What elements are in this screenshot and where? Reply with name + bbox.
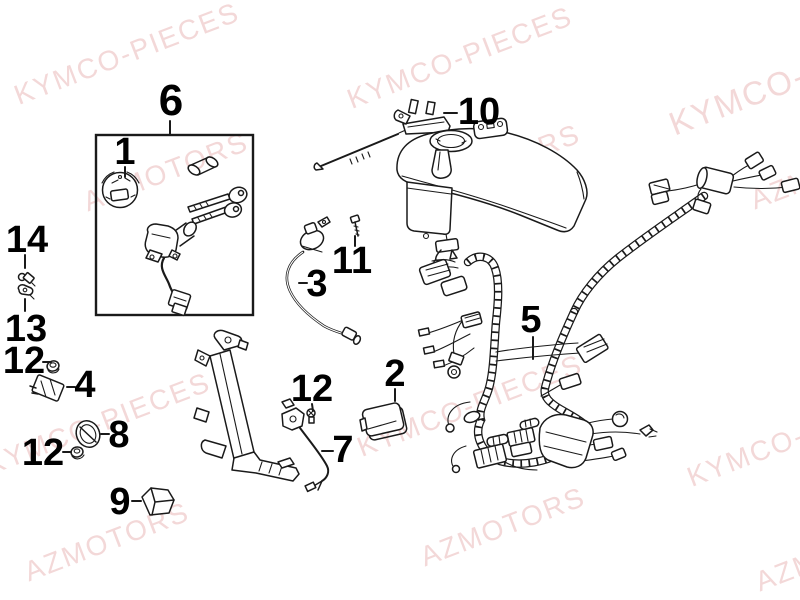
callout-part-2: 2 xyxy=(384,353,406,395)
keys xyxy=(187,186,248,225)
part-9-cap-nut xyxy=(141,487,175,516)
part-6-lockset-box xyxy=(94,133,255,317)
callout-part-9: 9 xyxy=(109,481,131,523)
fuel-tank xyxy=(396,117,588,265)
callout-part-12: 12 xyxy=(290,368,334,410)
callout-part-4: 4 xyxy=(74,364,96,406)
part-3-switch-cable xyxy=(285,216,362,345)
callout-part-10: 10 xyxy=(457,91,501,133)
part-5-wiring-harness xyxy=(417,151,800,474)
part-14-bulb xyxy=(17,272,36,287)
callout-part-5: 5 xyxy=(520,299,542,341)
part-12-nut-b xyxy=(70,446,85,460)
part-2-cdi-unit xyxy=(359,402,408,441)
part-4-connector xyxy=(29,374,65,402)
part-10-seat-lock xyxy=(313,98,451,171)
callout-part-11: 11 xyxy=(331,240,373,282)
callout-part-14: 14 xyxy=(5,219,49,261)
part-8-grommet xyxy=(75,420,101,448)
part-7-wire-bracket xyxy=(281,398,330,493)
frame-bracket xyxy=(193,329,300,482)
callout-part-8: 8 xyxy=(108,414,130,456)
callout-part-13: 13 xyxy=(4,308,48,350)
callout-leader-lines xyxy=(24,112,534,502)
part-11-screw xyxy=(349,214,361,237)
part-12-nut-a xyxy=(46,360,60,374)
part-13-socket xyxy=(17,284,35,300)
callout-part-12: 12 xyxy=(21,432,65,474)
callout-part-6: 6 xyxy=(158,76,184,125)
lock-cylinder xyxy=(187,156,219,176)
callout-part-12: 12 xyxy=(2,340,46,382)
part-1-ignition-switch-face xyxy=(101,171,140,209)
ignition-switch-assembly xyxy=(144,221,197,317)
callout-part-3: 3 xyxy=(306,263,328,305)
callout-part-1: 1 xyxy=(114,131,136,173)
callout-part-7: 7 xyxy=(332,429,354,471)
